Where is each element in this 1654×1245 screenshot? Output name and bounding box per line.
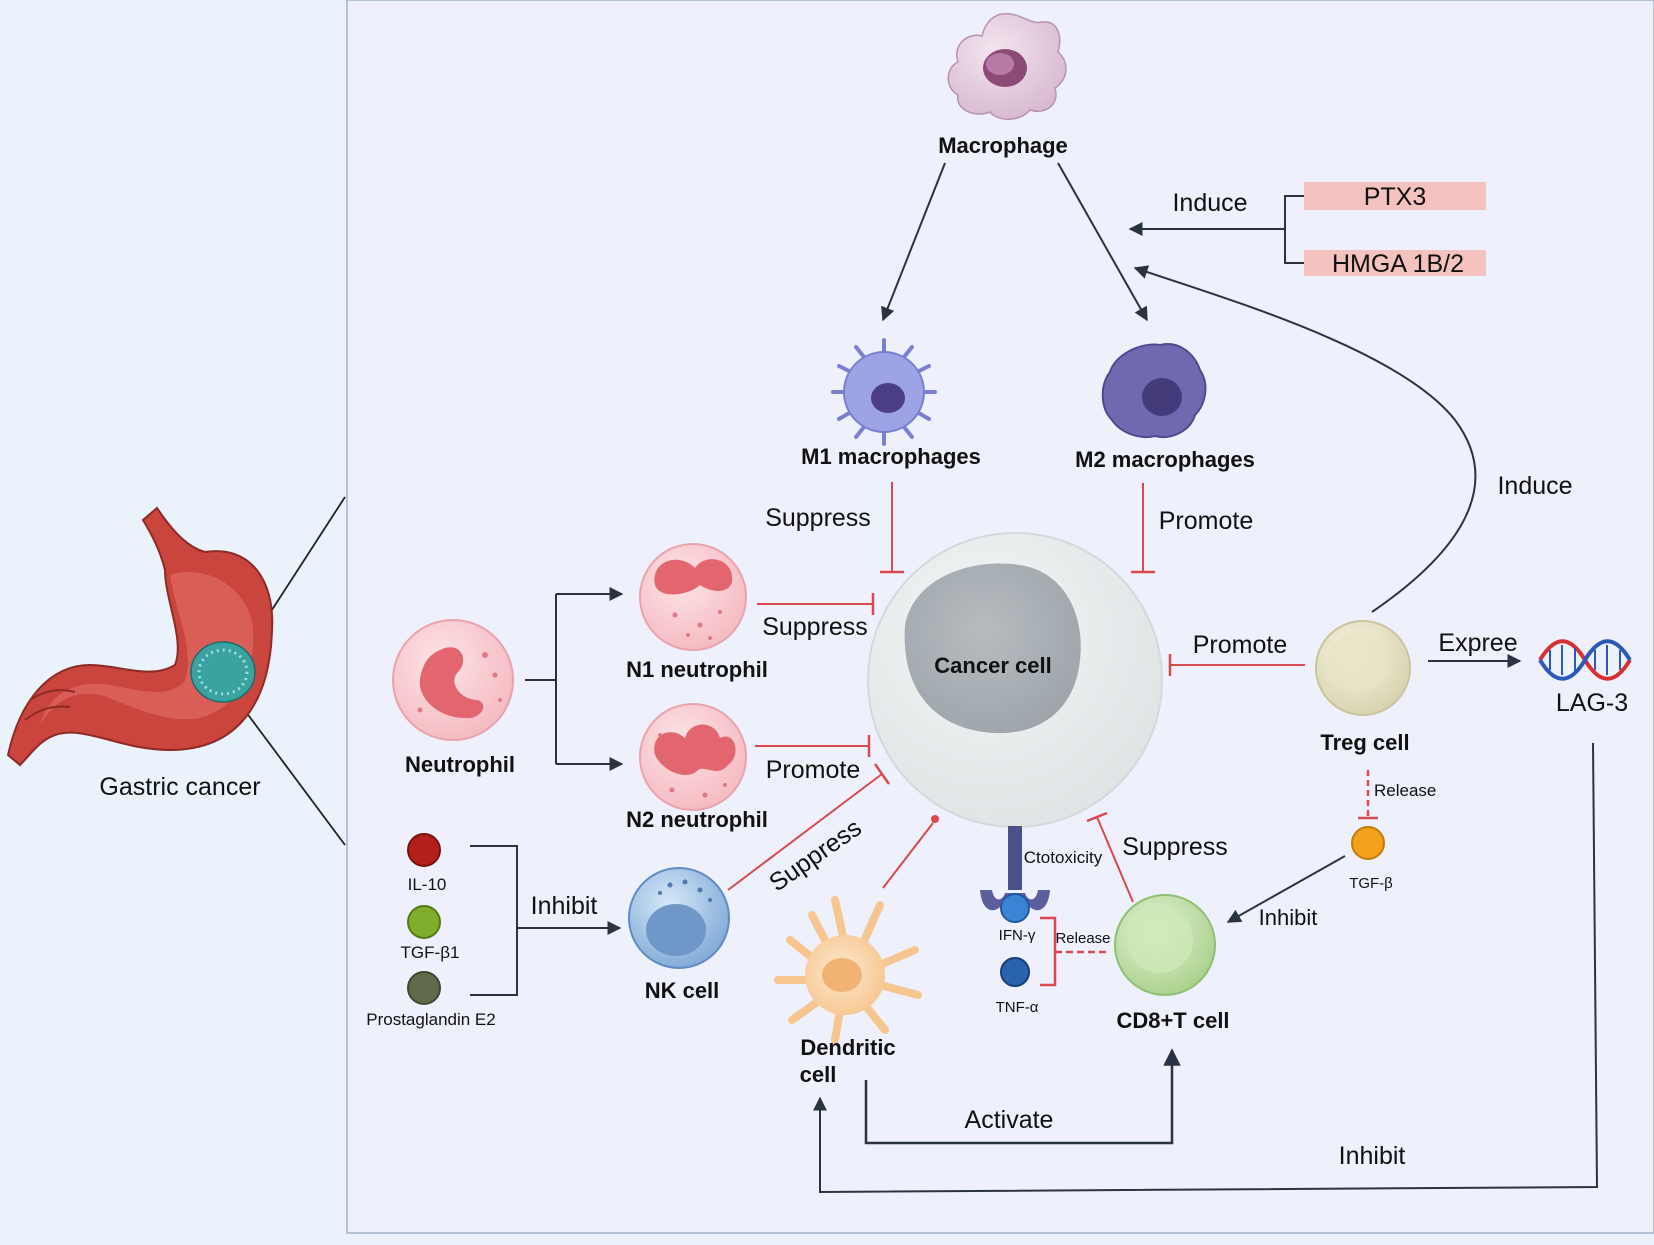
pge2-label: Prostaglandin E2 bbox=[366, 1010, 495, 1029]
il10-label: IL-10 bbox=[408, 875, 447, 894]
n2-label: N2 neutrophil bbox=[626, 807, 768, 832]
dendritic-cell bbox=[774, 896, 922, 1044]
macrophage-label: Macrophage bbox=[938, 133, 1068, 158]
m2-promote-label: Promote bbox=[1159, 507, 1253, 535]
cd8-suppress-line bbox=[1096, 816, 1134, 903]
tgfb-molecule bbox=[1351, 826, 1385, 860]
arrow-treg-induce bbox=[1133, 265, 1477, 613]
dc-to-cancer-line bbox=[882, 822, 934, 889]
arrow-tgfb-inhibit bbox=[1226, 855, 1346, 923]
tgfb1-label: TGF-β1 bbox=[401, 943, 460, 962]
inhibit-bottom-label: Inhibit bbox=[1339, 1142, 1406, 1170]
m2-label: M2 macrophages bbox=[1075, 447, 1255, 472]
inhibit-nk-label: Inhibit bbox=[531, 892, 598, 920]
dna-icon bbox=[1538, 639, 1632, 681]
il10-molecule bbox=[407, 833, 441, 867]
inhibit-tgfb-label: Inhibit bbox=[1259, 905, 1318, 930]
arrow-activate bbox=[864, 1048, 1181, 1145]
macrophage-cell bbox=[947, 13, 1067, 120]
hmga-label: HMGA 1B/2 bbox=[1332, 250, 1464, 278]
m1-macrophage-cell bbox=[831, 338, 937, 446]
arrow-macrophage-m1 bbox=[881, 162, 946, 322]
induce-top-label: Induce bbox=[1172, 189, 1247, 217]
ptx3-label: PTX3 bbox=[1364, 183, 1427, 211]
cd8-label: CD8+T cell bbox=[1116, 1008, 1229, 1033]
nk-suppress-line bbox=[727, 773, 883, 891]
treg-release-label: Release bbox=[1374, 781, 1436, 800]
n1-label: N1 neutrophil bbox=[626, 657, 768, 682]
ptx3-box bbox=[1304, 182, 1486, 210]
n1-neutrophil-cell bbox=[639, 543, 747, 651]
tumor-spot bbox=[190, 641, 256, 703]
m1-suppress-label: Suppress bbox=[765, 504, 871, 532]
cd8-t-cell bbox=[1114, 894, 1216, 996]
dendritic-label-line1: Dendritic bbox=[800, 1035, 895, 1060]
lag3-label: LAG-3 bbox=[1556, 689, 1628, 717]
neutrophil-cell bbox=[392, 619, 514, 741]
n2-neutrophil-cell bbox=[639, 703, 747, 811]
cd8-suppress-label: Suppress bbox=[1122, 833, 1228, 861]
induce-right-label: Induce bbox=[1497, 472, 1572, 500]
cancer-cell-label: Cancer cell bbox=[934, 653, 1051, 678]
m2-macrophage-cell bbox=[1101, 343, 1207, 438]
arrow-lag3-inhibit bbox=[813, 742, 1599, 1194]
dendritic-label-line2: cell bbox=[800, 1062, 837, 1087]
tgfb1-molecule bbox=[407, 905, 441, 939]
cancer-cell bbox=[867, 532, 1163, 828]
nk-label: NK cell bbox=[645, 978, 720, 1003]
expree-label: Expree bbox=[1438, 629, 1517, 657]
pge2-molecule bbox=[407, 971, 441, 1005]
neutrophil-label: Neutrophil bbox=[405, 752, 515, 777]
hmga-box bbox=[1304, 250, 1486, 276]
nk-cell bbox=[628, 867, 730, 969]
gastric-cancer-label: Gastric cancer bbox=[99, 773, 260, 801]
ifng-molecule bbox=[1000, 893, 1030, 923]
ifng-label: IFN-γ bbox=[999, 927, 1036, 944]
treg-cell bbox=[1315, 620, 1411, 716]
cytokine-bracket bbox=[470, 845, 518, 996]
arrow-macrophage-m2 bbox=[1057, 162, 1148, 322]
treg-promote-label: Promote bbox=[1193, 631, 1287, 659]
tgfb-label: TGF-β bbox=[1349, 875, 1393, 892]
cytotoxicity-receptor bbox=[980, 826, 1050, 911]
tnfa-label: TNF-α bbox=[996, 999, 1039, 1016]
n1-suppress-label: Suppress bbox=[762, 613, 868, 641]
treg-label: Treg cell bbox=[1320, 730, 1409, 755]
zoom-line-bottom bbox=[245, 711, 346, 846]
cd8-release-label: Release bbox=[1055, 930, 1110, 947]
stomach-illustration bbox=[6, 506, 274, 767]
n2-promote-label: Promote bbox=[766, 756, 860, 784]
m1-label: M1 macrophages bbox=[801, 444, 981, 469]
activate-label: Activate bbox=[965, 1106, 1054, 1134]
ctotoxicity-label: Ctotoxicity bbox=[1024, 848, 1103, 867]
tnfa-molecule bbox=[1000, 957, 1030, 987]
